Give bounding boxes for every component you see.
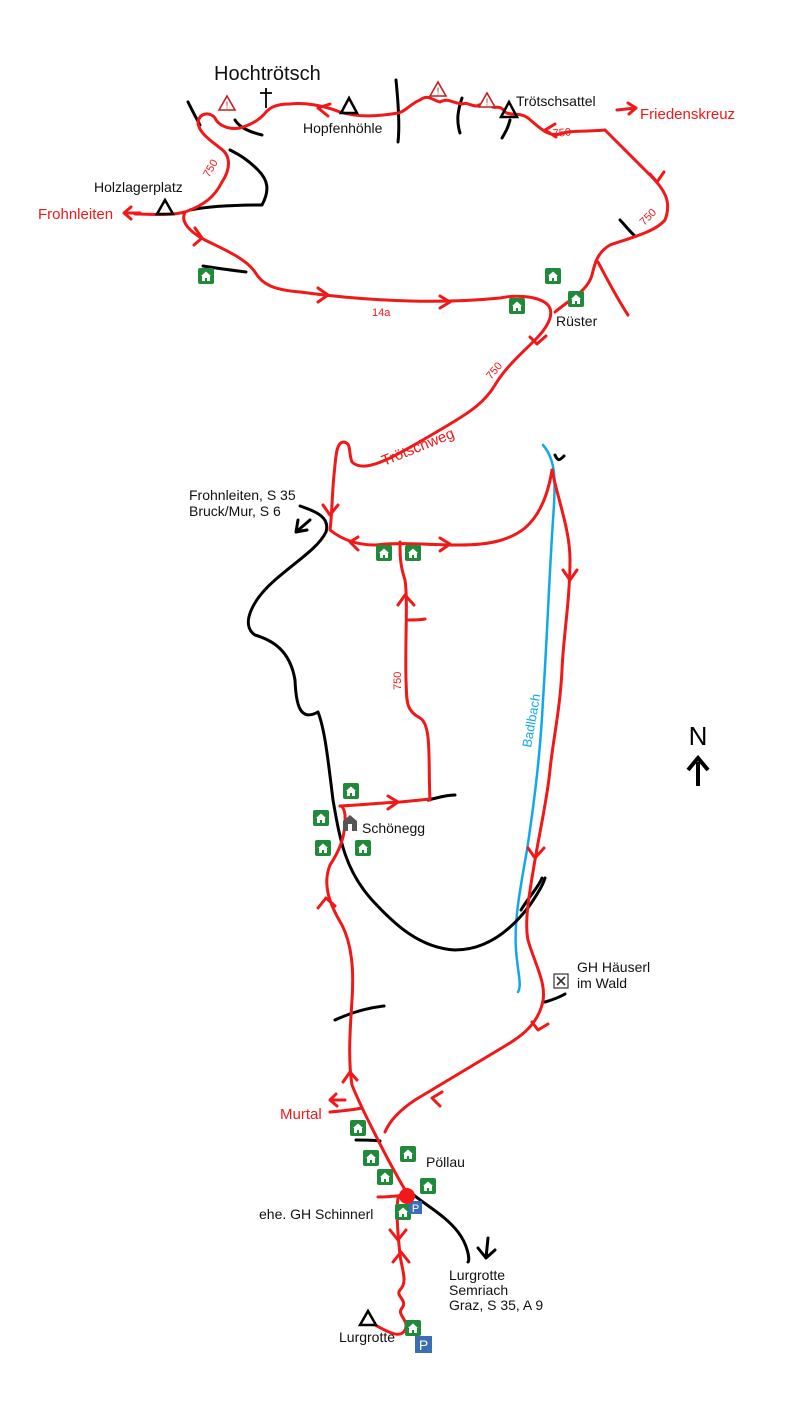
summit-triangles: [154, 95, 520, 1327]
warning-icon: !: [477, 91, 497, 109]
hut-icon: [350, 1120, 366, 1136]
road-destination-label: Bruck/Mur, S 6: [189, 503, 281, 519]
triangle-icon: [498, 99, 520, 119]
svg-text:!: !: [437, 87, 440, 98]
route-direction-arrows: [192, 102, 666, 1264]
hut-icon: [420, 1178, 436, 1194]
place-label: Schönegg: [362, 820, 425, 836]
svg-text:N: N: [689, 721, 708, 751]
trail-number: 750: [392, 672, 404, 690]
svg-text:!: !: [486, 98, 489, 109]
place-label: Lurgrotte: [339, 1329, 395, 1345]
place-label: Pöllau: [426, 1154, 465, 1170]
roads: [186, 78, 637, 1264]
trail-number: 750: [201, 158, 221, 180]
hut-icon: [395, 1204, 411, 1220]
hut-icon: [545, 268, 561, 284]
trail-name-label: Trötschweg: [379, 425, 457, 470]
hut-icon: [377, 1169, 393, 1185]
hut-icon: [400, 1146, 416, 1162]
road-arrow-frohnleiten: [294, 518, 312, 534]
place-label: Rüster: [556, 313, 598, 329]
trail-number: 750: [638, 207, 659, 228]
destination-label: Murtal: [280, 1106, 322, 1123]
place-label: Hopfenhöhle: [303, 120, 383, 136]
river-badlbach: [514, 443, 556, 994]
road-destination-label: Semriach: [449, 1282, 508, 1298]
peak-label: Hochtrötsch: [214, 63, 321, 85]
hut-icon: [405, 1320, 421, 1336]
hut-icon: [315, 840, 331, 856]
parking-icon: P: [409, 1201, 422, 1215]
hut-icon: [198, 268, 214, 284]
triangle-icon: [357, 1308, 379, 1327]
svg-text:P: P: [419, 1337, 428, 1353]
road-destination-label: Frohnleiten, S 35: [189, 487, 296, 503]
restaurant-icon: [553, 973, 569, 989]
warning-icon: !: [428, 80, 448, 98]
svg-text:P: P: [412, 1203, 419, 1215]
hut-icon: [363, 1150, 379, 1166]
hut-icon: [313, 810, 329, 826]
north-arrow: N: [686, 721, 710, 786]
trail-number: 14a: [372, 307, 391, 319]
trail-number: 750: [484, 360, 505, 382]
destination-label: Frohnleiten: [38, 206, 113, 223]
place-label: im Wald: [577, 975, 627, 991]
hut-icon: [405, 545, 421, 561]
road-arrow-lurgrotte: [476, 1236, 497, 1260]
destination-label: Friedenskreuz: [640, 106, 735, 123]
warning-icons: ! ! !: [217, 80, 497, 112]
hut-icon: [509, 298, 525, 314]
hut-icons: [198, 268, 584, 1336]
place-label: GH Häuserl: [577, 959, 650, 975]
svg-text:!: !: [226, 101, 229, 112]
summit-cross-icon: [260, 88, 272, 108]
hut-icon: [355, 840, 371, 856]
start-point: [399, 1188, 415, 1204]
triangle-icon: [338, 95, 360, 115]
parking-icon: P: [415, 1336, 432, 1353]
hut-icon: [568, 291, 584, 307]
road-destination-label: Graz, S 35, A 9: [449, 1297, 543, 1313]
place-label: Trötschsattel: [516, 93, 596, 109]
church-icon: [343, 815, 357, 831]
place-label: Holzlagerplatz: [94, 179, 183, 195]
hut-icon: [376, 545, 392, 561]
triangle-icon: [154, 197, 176, 216]
place-label: ehe. GH Schinnerl: [259, 1206, 373, 1222]
hut-icon: [343, 783, 359, 799]
trail-number: 750: [552, 126, 571, 140]
warning-icon: !: [217, 94, 237, 112]
road-destination-label: Lurgrotte: [449, 1267, 505, 1283]
